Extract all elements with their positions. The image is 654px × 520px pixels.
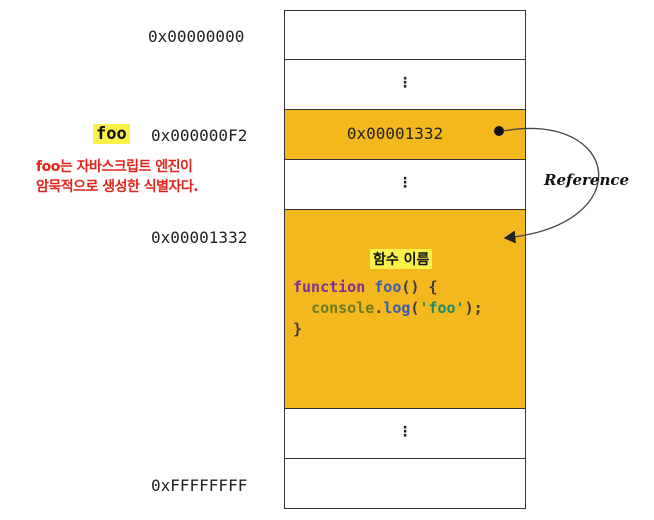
ellipsis-2: ⋮: [398, 175, 412, 191]
memory-cell-foo: 0x00001332: [284, 109, 526, 160]
identifier-label: foo: [93, 124, 130, 144]
code-open: (: [410, 299, 420, 317]
function-title: 함수 이름: [370, 249, 433, 269]
memory-cell-top: [284, 10, 526, 60]
function-code: function foo() { console.log('foo'); }: [293, 277, 483, 340]
code-close: );: [464, 299, 483, 317]
note-line-2: 암묵적으로 생성한 식별자다.: [36, 179, 199, 195]
reference-curve: [502, 127, 600, 244]
reference-dot: [494, 126, 504, 136]
code-parens: () {: [401, 278, 438, 296]
address-top: 0x00000000: [148, 27, 245, 46]
code-dot: .: [374, 299, 384, 317]
address-bottom: 0xFFFFFFFF: [151, 476, 248, 495]
code-method: log: [383, 299, 411, 317]
address-function: 0x00001332: [151, 228, 248, 247]
address-foo: 0x000000F2: [151, 126, 248, 145]
reference-label: Reference: [544, 171, 630, 189]
code-console: console: [311, 299, 375, 317]
code-string: 'foo': [419, 299, 465, 317]
code-end-brace: }: [293, 320, 303, 338]
note-line-1: foo는 자바스크립트 엔진이: [36, 159, 193, 175]
ellipsis-3: ⋮: [398, 424, 412, 440]
identifier-note: foo는 자바스크립트 엔진이 암묵적으로 생성한 식별자다.: [36, 157, 256, 197]
foo-cell-value: 0x00001332: [346, 124, 444, 143]
memory-cell-bottom: [284, 458, 526, 509]
code-function-name: foo: [374, 278, 402, 296]
ellipsis-1: ⋮: [398, 75, 412, 91]
code-keyword: function: [293, 278, 366, 296]
memory-cell-function: 함수 이름 function foo() { console.log('foo'…: [284, 209, 526, 409]
